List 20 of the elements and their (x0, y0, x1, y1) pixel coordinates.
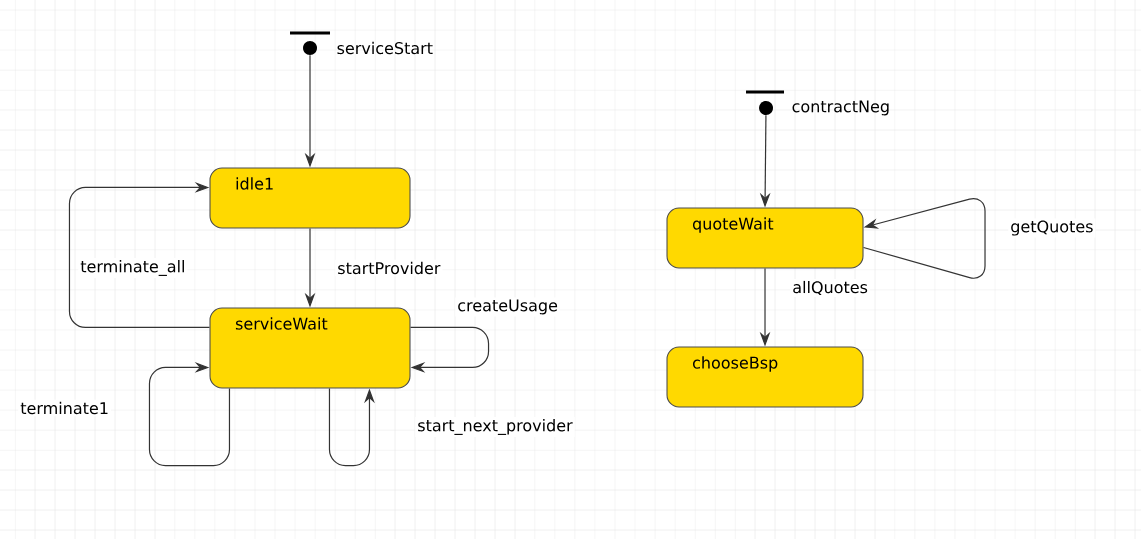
edge-label: terminate_all (78, 258, 188, 278)
state-box: serviceWait (209, 307, 411, 389)
edge-label: allQuotes (790, 278, 870, 298)
transition-arrow (148, 362, 231, 467)
initial-state (746, 90, 784, 115)
state-box: quoteWait (666, 207, 864, 269)
initial-state (290, 31, 330, 55)
edge-label: createUsage (455, 297, 560, 317)
state-label: serviceStart (337, 41, 433, 55)
edge-label: getQuotes (1008, 218, 1096, 238)
transition-arrow (409, 326, 490, 373)
state-box: chooseBsp (666, 346, 864, 408)
transition-arrow (328, 387, 375, 467)
transition-arrow (862, 198, 986, 279)
edge-label: start_next_provider (415, 417, 575, 437)
state-box: idle1 (209, 167, 411, 229)
transition-arrow (68, 182, 211, 329)
edge-label: startProvider (335, 259, 443, 277)
edge-label: terminate1 (18, 399, 111, 417)
state-label: contractNeg (792, 100, 889, 116)
